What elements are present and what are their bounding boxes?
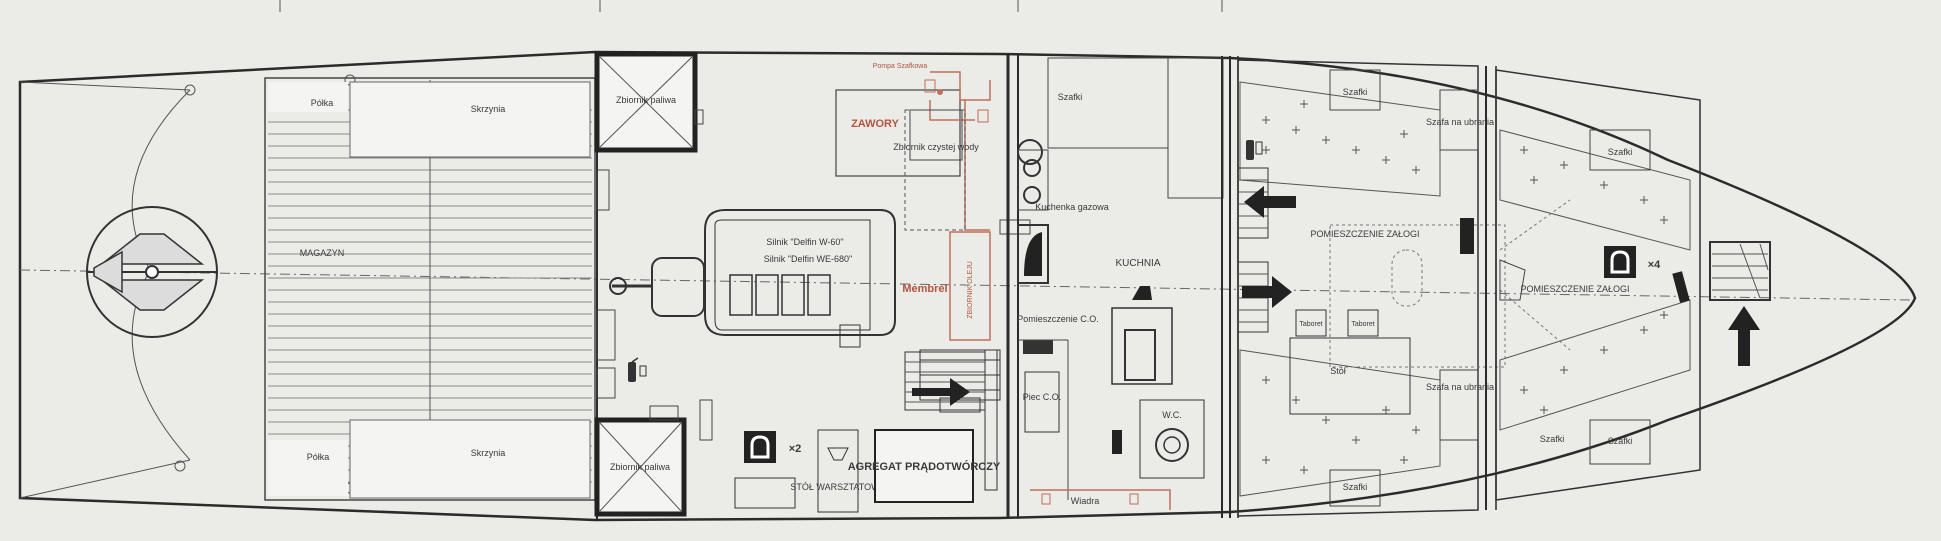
crew-quarters-2 [1495,69,1701,501]
label-szafki-3: Szafki [1608,147,1633,157]
kitchen-area: Szafki Kuchenka gazowa KUCHNIA [1017,57,1224,385]
bow-hatch [1709,241,1771,301]
label-magazyn: MAGAZYN [300,248,345,258]
label-kuchnia: KUCHNIA [1115,258,1160,269]
label-pomieszczenie-co: Pomieszczenie C.O. [1017,314,1099,324]
label-zawory: ZAWORY [851,118,900,130]
label-wc: W.C. [1162,410,1182,420]
arrow-icon [1242,276,1292,308]
label-silnik-b: Silnik "Delfin WE-680" [764,254,852,264]
life-jacket-icon [744,431,776,463]
label-szafki-1: Szafki [1343,87,1368,97]
label-zbiornik-top: Zbiornik paliwa [616,95,676,105]
label-stol: Stół [1330,366,1346,376]
label-silnik-a: Silnik "Delfin W-60" [766,237,843,247]
label-szafa-1: Szafa na ubrania [1426,117,1494,127]
engine-room-fittings [596,169,713,441]
label-szafki-kuchnia: Szafki [1058,92,1083,102]
label-zbiornik-wody: Zbiornik czystej wody [893,142,979,152]
generator-box: AGREGAT PRĄDOTWÓRCZY [848,429,1001,503]
label-taboret-2: Taboret [1351,321,1374,328]
wc-room: W.C. Wiadra [1030,399,1205,510]
heating-room: Pomieszczenie C.O. Piec C.O. [1017,314,1099,500]
pump-valves: ZAWORY Pompa Szafkowa [835,63,991,231]
oil-tank: ZBIORNIK OLEJU [949,139,1043,341]
label-szafki-4: Szafki [1608,436,1633,446]
label-stol-warsztatowy: STÓŁ WARSZTATOWY [790,482,885,492]
label-pompa: Pompa Szafkowa [873,63,928,70]
label-piec: Piec C.O. [1023,392,1062,402]
clean-water-tank: Zbiornik czystej wody [893,109,979,231]
label-wiadra: Wiadra [1071,496,1100,506]
bulkhead-kitchen [1006,54,1019,518]
label-skrzynia-top: Skrzynia [471,104,506,114]
main-engine: Silnik "Delfin W-60" Silnik "Delfin WE-6… [609,209,896,348]
fuel-tank-bottom: Zbiornik paliwa [594,417,687,517]
top-tick-marks [279,0,1223,12]
label-pomieszczenie-zalogi-2: POMIESZCZENIE ZAŁOGI [1520,284,1629,294]
arrow-icon [1244,186,1296,218]
arrow-icon [1728,306,1760,366]
fire-extinguisher-icon [628,357,647,382]
label-x4: ×4 [1648,259,1661,271]
fuel-tank-top: Zbiornik paliwa [594,51,704,153]
label-x2: ×2 [789,443,802,455]
label-pomieszczenie-zalogi-1: POMIESZCZENIE ZAŁOGI [1310,229,1419,239]
label-szafki-5: Szafki [1540,434,1565,444]
centerline [19,269,1911,301]
label-membrel: Membrel [902,283,947,295]
label-polka-bottom: Półka [307,452,330,462]
life-jacket-icon [1604,246,1636,278]
engine-room-lower-fixtures [734,349,1001,513]
label-zbiornik-bottom: Zbiornik paliwa [610,462,670,472]
label-taboret-1: Taboret [1299,321,1322,328]
magazyn-hold: Półka Skrzynia MAGAZYN Półka Skrzynia [264,77,596,501]
fire-extinguisher-icon [1246,140,1263,160]
ship-wheel-icon [85,206,219,338]
label-polka-top: Półka [311,98,334,108]
crew-quarters-1 [1237,59,1506,517]
label-zbiornik-oleju: ZBIORNIK OLEJU [967,261,974,319]
label-skrzynia-bottom: Skrzynia [471,448,506,458]
label-kuchenka: Kuchenka gazowa [1035,202,1109,212]
label-agregat: AGREGAT PRĄDOTWÓRCZY [848,460,1001,473]
stairs-icon [904,351,986,411]
label-szafki-2: Szafki [1343,482,1368,492]
label-szafa-2: Szafa na ubrania [1426,382,1494,392]
